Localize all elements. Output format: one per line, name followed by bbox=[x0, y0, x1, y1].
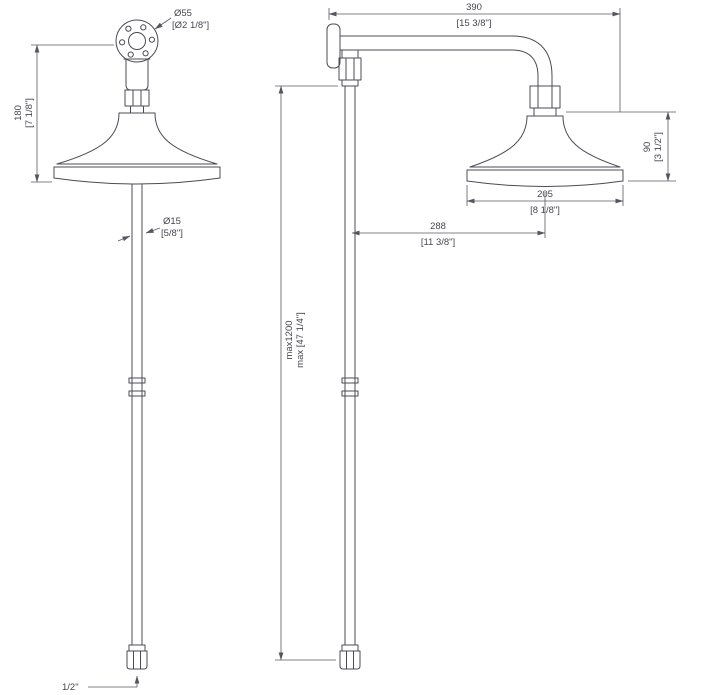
shower-head-front bbox=[53, 112, 221, 185]
leader-line bbox=[88, 675, 140, 688]
bell-left-curve bbox=[56, 112, 120, 165]
dim-label-imperial: [11 3/8"] bbox=[421, 237, 455, 248]
bottom-fitting-front bbox=[126, 644, 148, 670]
wall-flange-front bbox=[115, 19, 159, 63]
leader-line bbox=[154, 17, 172, 30]
pipe-union-lower bbox=[341, 390, 359, 397]
dim-label-imperial: max [47 1/4"] bbox=[295, 312, 306, 368]
flange-outer-circle bbox=[115, 19, 159, 63]
dim-label-imperial: [3 1/2"] bbox=[653, 132, 664, 162]
side-view: 390 [15 3/8"] 90 [3 1/2"] 205 [8 1/8"] 2… bbox=[275, 2, 676, 670]
dim-label-imperial: [5/8"] bbox=[161, 228, 183, 239]
dim-head-height: 90 [3 1/2"] bbox=[566, 111, 676, 182]
dim-label-metric: 180 bbox=[13, 105, 24, 121]
dim-connection-size: 1/2" bbox=[62, 675, 140, 693]
head-nut-front bbox=[124, 89, 150, 114]
dim-label-metric: 390 bbox=[466, 2, 482, 13]
dim-centre-reach: 288 [11 3/8"] bbox=[351, 192, 546, 248]
shower-arm bbox=[339, 35, 553, 87]
elbow-inner bbox=[511, 49, 539, 87]
pipe-union-upper bbox=[341, 377, 359, 384]
dim-pipe-diameter: Ø15 [5/8"] bbox=[117, 216, 183, 242]
dim-arm-projection: 390 [15 3/8"] bbox=[328, 2, 621, 112]
dim-label: 1/2" bbox=[62, 682, 79, 693]
bell-right-curve bbox=[154, 112, 218, 165]
wall-flange-side bbox=[326, 23, 341, 69]
elbow-yoke-front bbox=[123, 58, 151, 91]
pipe-union-lower bbox=[128, 390, 146, 397]
dim-riser-length: max1200 max [47 1/4"] bbox=[275, 85, 338, 661]
dim-label-metric: Ø15 bbox=[163, 216, 181, 227]
riser-pipe-front bbox=[128, 183, 146, 646]
head-nut-side bbox=[529, 85, 561, 117]
riser-pipe-side bbox=[338, 49, 362, 646]
leader-line bbox=[145, 227, 161, 234]
bell-left-curve bbox=[469, 115, 528, 168]
shower-head-side bbox=[466, 115, 624, 187]
dim-label-metric: max1200 bbox=[284, 320, 295, 359]
dim-label-metric: 288 bbox=[430, 221, 446, 232]
dim-label-metric: Ø55 bbox=[174, 8, 192, 19]
pipe-union-upper bbox=[128, 377, 146, 384]
dim-label-imperial: [Ø2 1/8"] bbox=[172, 20, 209, 31]
bell-right-curve bbox=[562, 115, 621, 168]
flange-inner-circle bbox=[128, 32, 146, 50]
dim-label-imperial: [15 3/8"] bbox=[456, 18, 491, 29]
riser-top-nut bbox=[338, 57, 362, 81]
bottom-fitting-side bbox=[339, 644, 361, 670]
leader-line-2 bbox=[117, 235, 131, 242]
bell-underside bbox=[53, 177, 221, 185]
dim-flange-diameter: Ø55 [Ø2 1/8"] bbox=[154, 8, 209, 31]
bell-underside bbox=[466, 180, 624, 187]
dim-label-metric: 90 bbox=[642, 142, 653, 153]
dim-label-imperial: [7 1/8"] bbox=[24, 98, 35, 128]
elbow-outer bbox=[511, 35, 553, 87]
front-view: Ø55 [Ø2 1/8"] 180 [7 1/8"] Ø15 [5/8"] 1/… bbox=[13, 8, 221, 693]
dim-head-assembly-height: 180 [7 1/8"] bbox=[13, 44, 114, 183]
